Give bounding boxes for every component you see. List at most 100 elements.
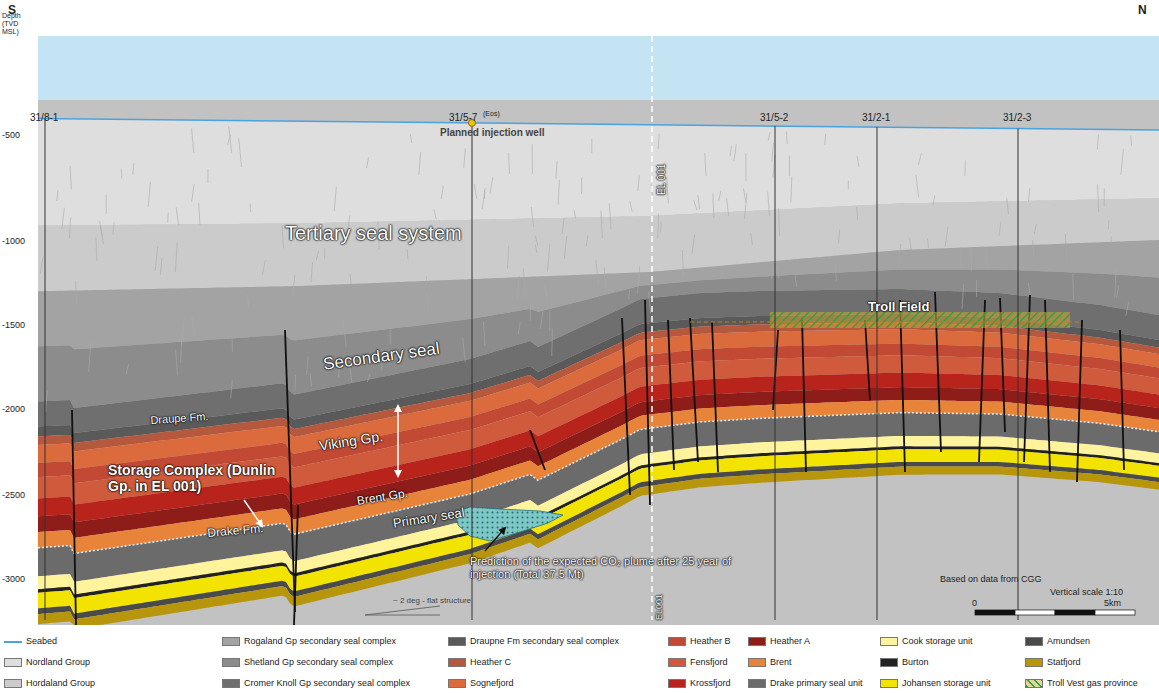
texture-stroke <box>316 251 318 260</box>
texture-stroke <box>390 326 391 344</box>
basement <box>38 100 1159 625</box>
texture-stroke <box>535 236 537 246</box>
texture-stroke <box>490 177 493 194</box>
texture-stroke <box>463 338 466 363</box>
legend-text: Burton <box>902 657 929 668</box>
scale-bar <box>975 610 1015 615</box>
section-label: -3000 <box>2 574 25 584</box>
texture-stroke <box>474 184 477 199</box>
texture-stroke <box>167 212 169 222</box>
texture-stroke <box>126 364 129 374</box>
legend-text: Fensfjord <box>690 657 728 668</box>
seal-base-line <box>38 413 1159 554</box>
texture-stroke <box>1115 269 1117 297</box>
section-label: EL 001 <box>656 164 668 195</box>
texture-stroke <box>899 244 901 267</box>
texture-stroke <box>730 146 731 156</box>
texture-stroke <box>825 134 826 145</box>
texture-stroke <box>482 188 485 209</box>
texture-stroke <box>657 213 659 238</box>
texture-stroke <box>976 280 977 297</box>
fault-line <box>668 320 674 470</box>
texture-stroke <box>295 375 297 391</box>
section-label: Vertical scale 1:10 <box>1050 587 1123 597</box>
texture-stroke <box>192 316 195 337</box>
texture-stroke <box>89 342 91 372</box>
texture-stroke <box>1130 136 1132 146</box>
texture-stroke <box>229 126 232 153</box>
texture-stroke <box>962 284 964 309</box>
texture-stroke <box>1034 224 1036 234</box>
texture-stroke <box>551 329 553 356</box>
fault-line <box>645 300 650 505</box>
texture-stroke <box>927 238 928 248</box>
texture-stroke <box>247 294 248 307</box>
legend-text: Seabed <box>26 636 57 647</box>
texture-stroke <box>601 211 602 238</box>
fault-line <box>865 320 870 400</box>
fault-line <box>690 318 698 462</box>
texture-stroke <box>1097 185 1099 212</box>
texture-stroke <box>549 310 550 331</box>
texture-stroke <box>155 246 158 271</box>
texture-stroke <box>638 176 640 192</box>
texture-stroke <box>199 203 200 225</box>
texture-stroke <box>343 321 346 348</box>
texture-stroke <box>250 204 252 213</box>
texture-stroke <box>1121 149 1124 175</box>
texture-stroke <box>540 311 542 329</box>
texture-stroke <box>367 157 369 168</box>
texture-stroke <box>175 243 177 272</box>
texture-stroke <box>311 262 313 283</box>
legend-swatch <box>748 637 766 646</box>
section-label: -1000 <box>2 236 25 246</box>
licence-boundary <box>651 36 653 620</box>
section-label: -2000 <box>2 404 25 414</box>
texture-stroke <box>638 266 640 293</box>
texture-stroke <box>558 180 559 205</box>
texture-stroke <box>113 222 114 235</box>
texture-stroke <box>960 247 961 267</box>
texture-stroke <box>768 192 770 217</box>
legend-text: Cromer Knoll Gp secondary seal complex <box>244 678 410 689</box>
texture-stroke <box>407 249 409 259</box>
texture-stroke <box>69 217 71 238</box>
fault-line <box>622 318 630 495</box>
texture-stroke <box>410 134 411 143</box>
section-label: Based on data from CGG <box>940 574 1042 584</box>
well-trace <box>472 123 473 620</box>
legend-text: Hordaland Group <box>26 678 95 689</box>
fault-line <box>294 505 298 625</box>
well-trace <box>45 118 46 620</box>
legend-text: Johansen storage unit <box>902 678 991 689</box>
well-trace <box>1018 129 1019 620</box>
fault-line <box>1077 320 1082 482</box>
section-label: Depth (TVD MSL) <box>2 12 36 36</box>
texture-stroke <box>100 221 103 237</box>
section-label: Planned injection well <box>440 127 544 139</box>
texture-stroke <box>986 249 988 270</box>
texture-stroke <box>1072 274 1074 298</box>
fault-line <box>712 322 718 472</box>
texture-stroke <box>838 230 840 244</box>
texture-stroke <box>207 169 208 183</box>
legend-text: Krossfjord <box>690 678 731 689</box>
texture-stroke <box>367 374 370 382</box>
texture-stroke <box>1065 234 1066 259</box>
texture-stroke <box>745 192 747 219</box>
texture-stroke <box>771 266 773 279</box>
texture-stroke <box>192 128 194 152</box>
texture-stroke <box>1097 135 1098 150</box>
formation-layer <box>38 467 1159 626</box>
legend-swatch <box>222 679 240 688</box>
legend-swatch <box>880 637 898 646</box>
texture-stroke <box>649 291 651 313</box>
texture-stroke <box>581 177 582 194</box>
legend-text: Troll Vest gas province <box>1047 678 1138 689</box>
texture-stroke <box>531 207 533 227</box>
texture-stroke <box>698 195 700 209</box>
texture-stroke <box>574 210 576 218</box>
section-label: N <box>1138 4 1147 18</box>
section-label: ~ 2 deg - flat structure <box>393 596 471 605</box>
texture-stroke <box>795 275 797 287</box>
